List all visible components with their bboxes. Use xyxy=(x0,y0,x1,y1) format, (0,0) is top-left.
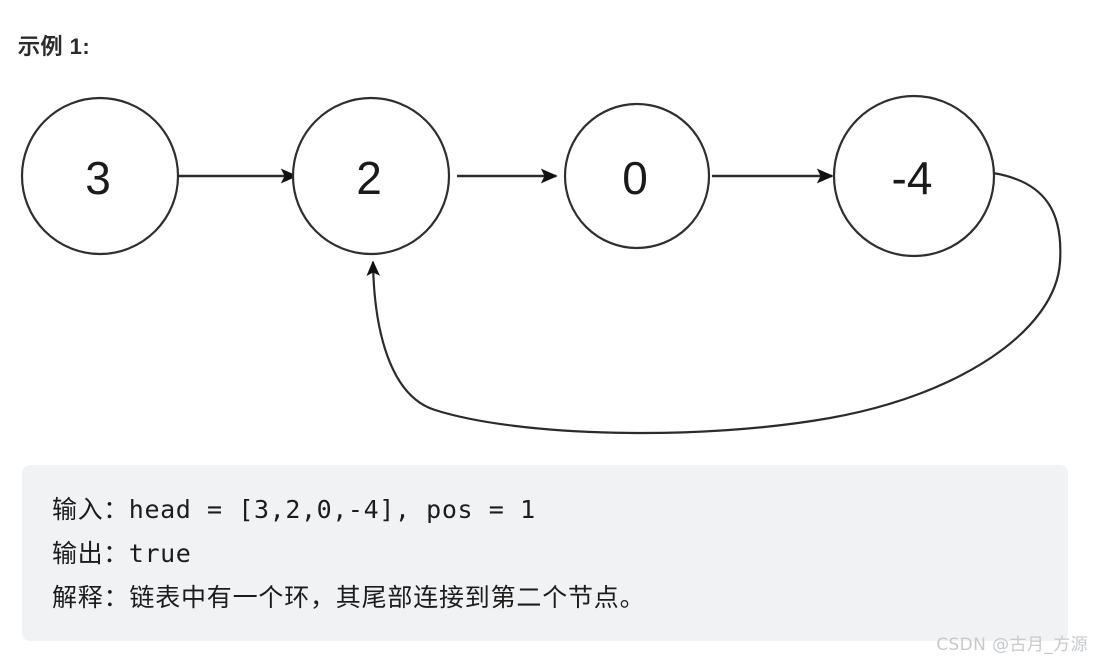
node-circle xyxy=(563,102,711,250)
node-label: 2 xyxy=(356,152,382,204)
node-circle xyxy=(832,94,996,258)
node-circle xyxy=(20,96,180,256)
description-lines: 输入：head = [3,2,0,-4], pos = 1 输出：true 解释… xyxy=(52,488,1052,620)
watermark: CSDN @古月_方源 xyxy=(936,635,1088,655)
explanation-line: 解释：链表中有一个环，其尾部连接到第二个节点。 xyxy=(52,583,646,612)
node-0: 0 xyxy=(563,102,711,250)
node-3: 3 xyxy=(20,96,180,256)
description-box xyxy=(22,465,1068,641)
node-2: 2 xyxy=(291,96,451,256)
linked-list-diagram: 3 2 0 -4 xyxy=(20,94,1062,435)
node-circle xyxy=(291,96,451,256)
node-label: -4 xyxy=(892,152,933,204)
page-title: 示例 1: xyxy=(18,34,91,59)
node-label: 3 xyxy=(85,152,111,204)
node-label: 0 xyxy=(622,152,648,204)
cycle-edge-path xyxy=(366,171,1062,435)
output-line: 输出：true xyxy=(52,539,192,568)
input-line: 输入：head = [3,2,0,-4], pos = 1 xyxy=(52,495,536,524)
node-minus4: -4 xyxy=(832,94,996,258)
